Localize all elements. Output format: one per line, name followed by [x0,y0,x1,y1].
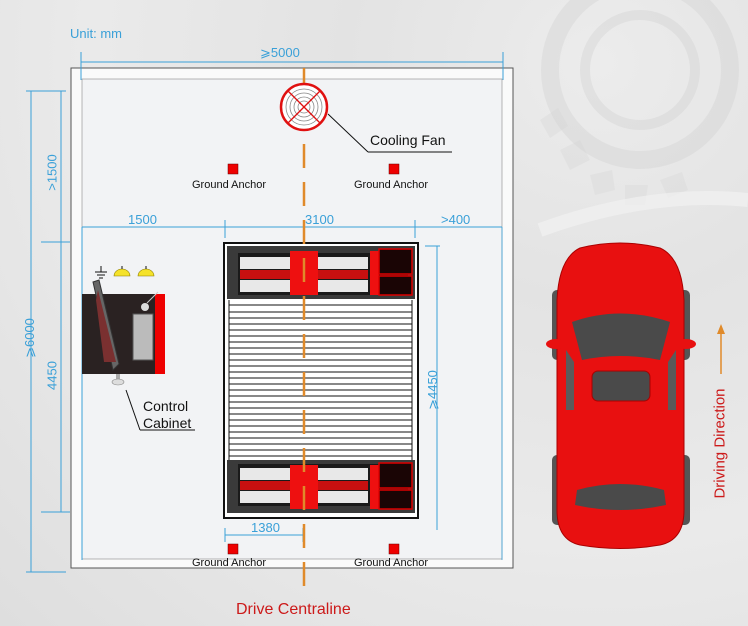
dim-lift-length-left: 4450 [44,361,60,390]
car-icon [546,242,696,549]
cooling-fan-icon [279,82,452,153]
dim-half-width: 1380 [251,520,280,535]
front-roller-set [227,246,415,299]
dim-lift-length-right: ⩾4450 [425,370,440,410]
control-cabinet-label-2: Cabinet [143,415,192,431]
dimension-total-width [80,52,504,80]
unit-label: Unit: mm [70,26,122,41]
dim-lift-width: 3100 [305,212,334,227]
ground-anchor-label: Ground Anchor [192,557,266,569]
ground-anchor-icon [388,163,400,175]
ground-anchor-icon [227,543,239,555]
roller-platform [223,242,419,519]
ground-anchor-label: Ground Anchor [192,179,266,191]
cooling-fan-label: Cooling Fan [370,132,446,148]
arrow-up-icon [717,324,725,334]
control-cabinet-label: Control [143,398,189,414]
driving-direction-label: Driving Direction [711,388,729,499]
ground-anchor-icon [227,163,239,175]
drive-centraline-label: Drive Centraline [236,601,351,618]
dim-left-span: 1500 [128,212,157,227]
dim-total-length: ⩾6000 [22,318,37,358]
control-cabinet-icon [82,266,195,431]
dim-total-width: ⩾5000 [260,45,300,60]
ground-anchor-label: Ground Anchor [354,179,428,191]
ground-anchor-icon [388,543,400,555]
rear-roller-set [227,460,415,513]
dim-front-clearance: >1500 [44,154,60,191]
dim-right-span: >400 [441,212,471,227]
ground-anchor-label: Ground Anchor [354,557,428,569]
